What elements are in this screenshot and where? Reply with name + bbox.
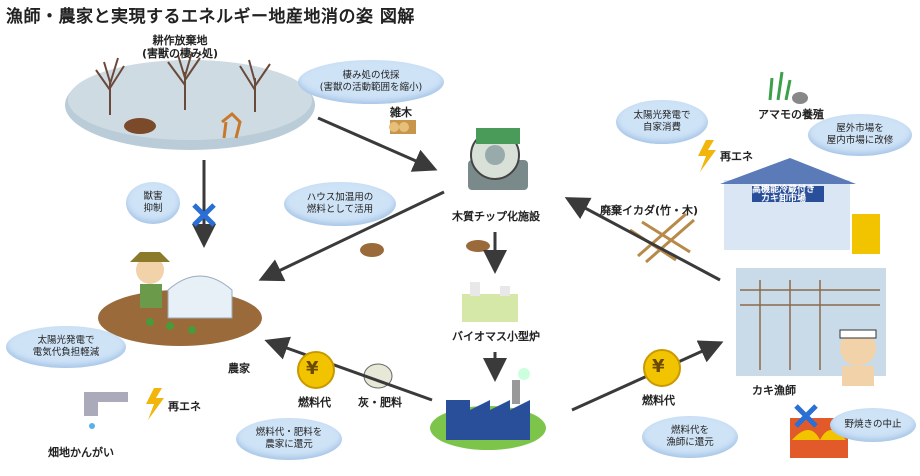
bubble-solar-farmer: 太陽光発電で 電気代負担軽減 bbox=[6, 326, 126, 368]
bolt-icon-top bbox=[698, 140, 716, 172]
bubble-fuel-return-fisher: 燃料代を 漁師に還元 bbox=[642, 416, 738, 458]
yen-coin-right bbox=[643, 349, 681, 387]
label-scrap-wood: 雑木 bbox=[390, 106, 412, 119]
label-ash-fertilizer: 灰・肥料 bbox=[358, 396, 402, 409]
label-farmer: 農家 bbox=[228, 362, 250, 375]
seaweed-icon bbox=[768, 71, 808, 104]
oyster-raft-illustration bbox=[736, 268, 886, 376]
yen-symbol-left: ¥ bbox=[306, 358, 319, 379]
page-title: 漁師・農家と実現するエネルギー地産地消の姿 図解 bbox=[6, 7, 415, 27]
bubble-habitat-logging: 棲み処の伐採 (害獣の活動範囲を縮小) bbox=[298, 60, 444, 104]
wood-chips-pile-center bbox=[466, 240, 490, 252]
fisherman-icon bbox=[839, 329, 877, 386]
burning-cross-icon bbox=[794, 404, 818, 428]
label-biomass-furnace: バイオマス小型炉 bbox=[452, 330, 540, 343]
label-field-irrigation: 畑地かんがい bbox=[48, 446, 114, 459]
bamboo-raft-icon bbox=[629, 212, 695, 264]
label-wood-chip-facility: 木質チップ化施設 bbox=[452, 210, 540, 223]
farmer-greenhouse-illustration bbox=[98, 252, 262, 346]
scrap-wood-icon bbox=[389, 120, 416, 134]
abandoned-farmland-illustration bbox=[65, 51, 315, 150]
label-abandoned-farmland: 耕作放棄地 (害獣の棲み処) bbox=[142, 34, 219, 60]
wood-chipper-icon bbox=[468, 128, 528, 190]
bubble-fuel-fertilizer-return: 燃料代・肥料を 農家に還元 bbox=[236, 418, 342, 460]
yen-symbol-right: ¥ bbox=[652, 356, 665, 377]
label-renewable-top: 再エネ bbox=[720, 150, 753, 163]
wood-chips-pile-left bbox=[360, 243, 384, 257]
factory-icon bbox=[430, 368, 546, 450]
blue-cross-icon bbox=[192, 203, 216, 227]
biomass-furnace-icon bbox=[462, 282, 518, 322]
label-oyster-fisher: カキ漁師 bbox=[752, 384, 796, 397]
faucet-icon bbox=[84, 392, 128, 429]
flow-arrows bbox=[192, 116, 724, 412]
oyster-market-building bbox=[720, 158, 880, 254]
label-fuel-cost-left: 燃料代 bbox=[298, 396, 331, 409]
label-fuel-cost-right: 燃料代 bbox=[642, 394, 675, 407]
bubble-greenhouse-fuel: ハウス加温用の 燃料として活用 bbox=[284, 182, 396, 226]
bubble-market-relocation: 屋外市場を 屋内市場に改修 bbox=[808, 114, 912, 156]
bolt-icon-bottom bbox=[146, 388, 164, 420]
yen-coin-left bbox=[297, 351, 335, 389]
label-renewable-bottom: 再エネ bbox=[168, 400, 201, 413]
label-seaweed-farming: アマモの養殖 bbox=[758, 108, 824, 121]
label-discarded-rafts: 廃棄イカダ(竹・木) bbox=[600, 204, 699, 217]
bubble-open-burning-stop: 野焼きの中止 bbox=[830, 408, 916, 442]
bubble-pest-control: 獣害 抑制 bbox=[126, 182, 180, 224]
bubble-solar-market: 太陽光発電で 自家消費 bbox=[616, 100, 708, 144]
label-oyster-market: 高機能冷蔵付き カキ卸市場 bbox=[752, 185, 816, 204]
